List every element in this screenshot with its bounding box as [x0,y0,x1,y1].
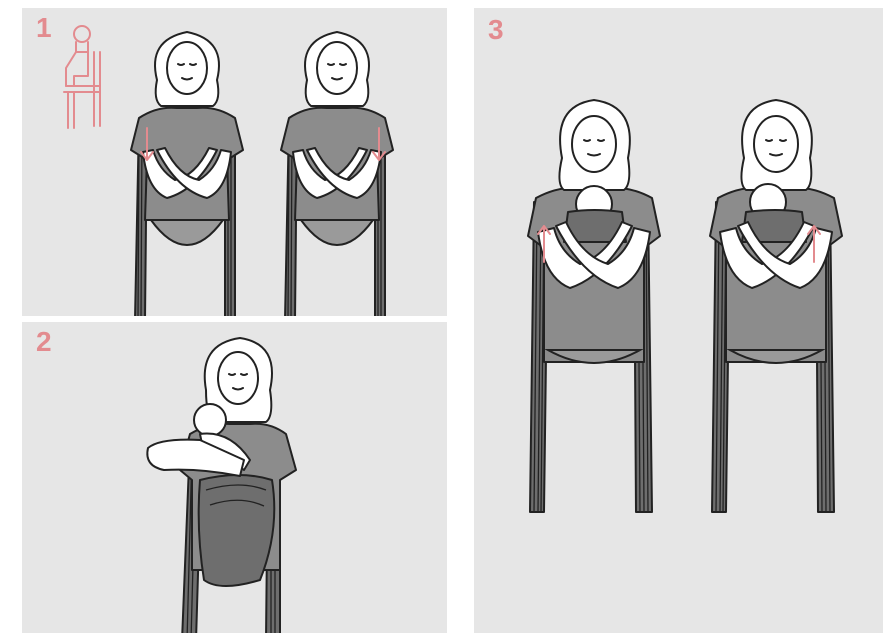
step-3-number: 3 [488,16,504,44]
step-1-panel: 1 [22,8,447,316]
woman-with-baby-step2 [140,330,320,633]
seated-person-icon [54,16,114,136]
step-3-panel: 3 [474,8,883,633]
woman-with-baby-step3-right [696,92,856,522]
woman-figure-step1-right [267,20,407,316]
woman-figure-step1-left [117,20,257,316]
step-2-number: 2 [36,328,52,356]
step-1-number: 1 [36,14,52,42]
step-2-panel: 2 [22,322,447,633]
woman-with-baby-step3-left [514,92,674,522]
